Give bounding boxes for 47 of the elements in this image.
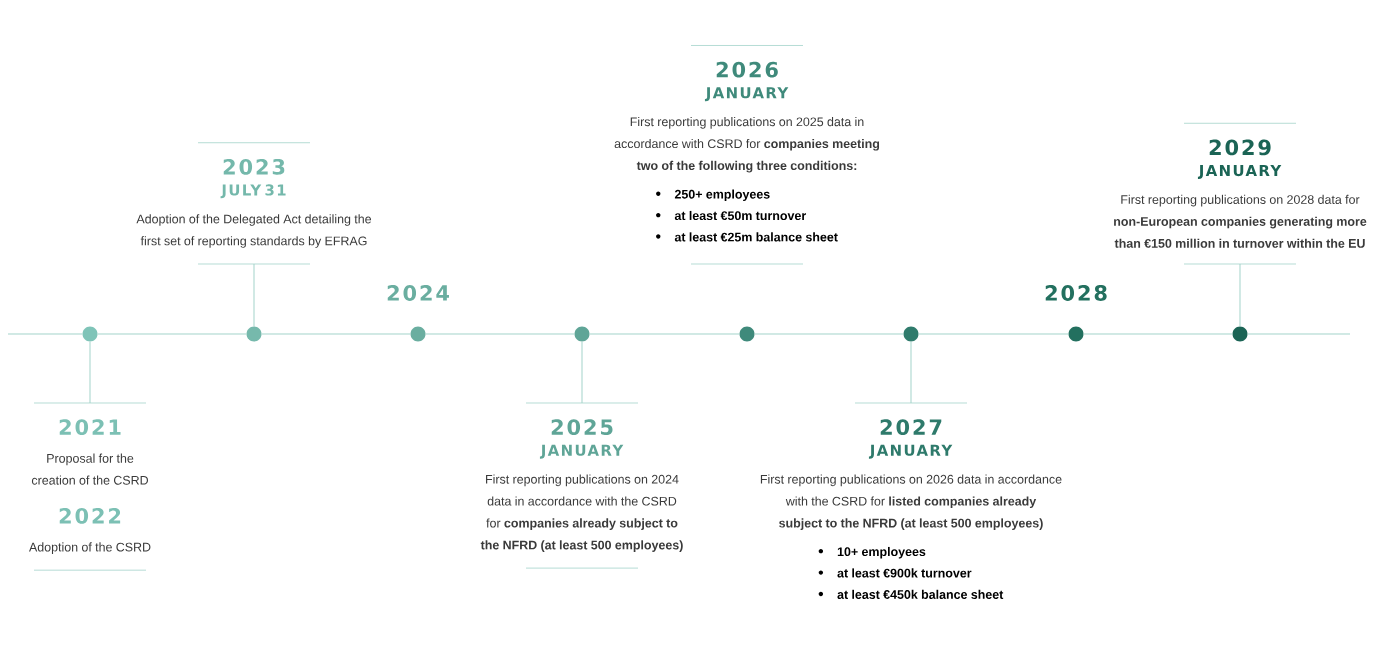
timeline-segment xyxy=(589,333,740,335)
year-label: 2029 xyxy=(1209,139,1271,156)
leader-line xyxy=(1239,263,1241,327)
timeline-segment xyxy=(754,333,904,335)
description: Adoption of the CSRD xyxy=(29,542,151,554)
leader-line xyxy=(253,263,255,327)
leader-line xyxy=(910,341,912,404)
bullet-item: at least €50m turnover xyxy=(656,210,807,221)
month-label: JANUARY xyxy=(1197,165,1282,179)
bullet-item: at least €25m balance sheet xyxy=(656,232,838,242)
description: Proposal for the creation of the CSRD xyxy=(31,453,148,485)
timeline-segment xyxy=(261,333,411,335)
year-label: 2025 xyxy=(551,419,613,435)
timeline-segment xyxy=(1083,333,1233,335)
timeline-segment xyxy=(97,333,247,335)
description: Adoption of the Delegated Act detailing the first set of reporting standards by EFRAG xyxy=(136,214,372,248)
month-label: JANUARY xyxy=(868,444,953,459)
timeline-dot xyxy=(739,326,755,342)
year-label: 2021 xyxy=(59,419,121,435)
timeline-dot xyxy=(1068,326,1084,342)
year-label: 2024 xyxy=(387,285,449,301)
bullet-item: at least €450k balance sheet xyxy=(818,589,1004,599)
description: First reporting publications on 2025 data in accordance with CSRD for companies meeting two of the following three conditions: xyxy=(614,117,880,173)
timeline-dot xyxy=(82,326,98,342)
year-label: 2026 xyxy=(716,61,778,78)
timeline-dot xyxy=(1232,326,1248,342)
bullet-item: 250+ employees xyxy=(656,189,770,202)
month-label: JANUARY xyxy=(539,444,624,459)
leader-line xyxy=(89,341,91,404)
description: First reporting publications on 2026 data in accordance with the CSRD for listed companies already subject to the NFRD (at least 500 employees) xyxy=(760,474,1062,530)
bullet-item: at least €900k turnover xyxy=(818,568,972,578)
timeline-dot xyxy=(574,326,590,342)
timeline-segment xyxy=(425,333,575,335)
timeline-dot xyxy=(246,326,262,342)
month-label: JULY 31 xyxy=(220,184,286,199)
description: First reporting publications on 2028 data for non-European companies generating more than €150 million in turnover within the EU xyxy=(1114,194,1367,248)
timeline-dot xyxy=(410,326,426,342)
timeline-dot xyxy=(903,326,919,342)
timeline-segment xyxy=(918,333,1069,335)
year-label: 2023 xyxy=(223,158,285,175)
description: First reporting publications on 2024 data in accordance with the CSRD for companies already subject to the NFRD (at least 500 employees) xyxy=(480,474,683,552)
month-label: JANUARY xyxy=(704,87,789,102)
leader-line xyxy=(581,341,583,404)
year-label: 2027 xyxy=(880,419,942,435)
year-label: 2022 xyxy=(59,507,121,524)
bullet-item: 10+ employees xyxy=(818,546,926,559)
year-label: 2028 xyxy=(1045,285,1107,301)
